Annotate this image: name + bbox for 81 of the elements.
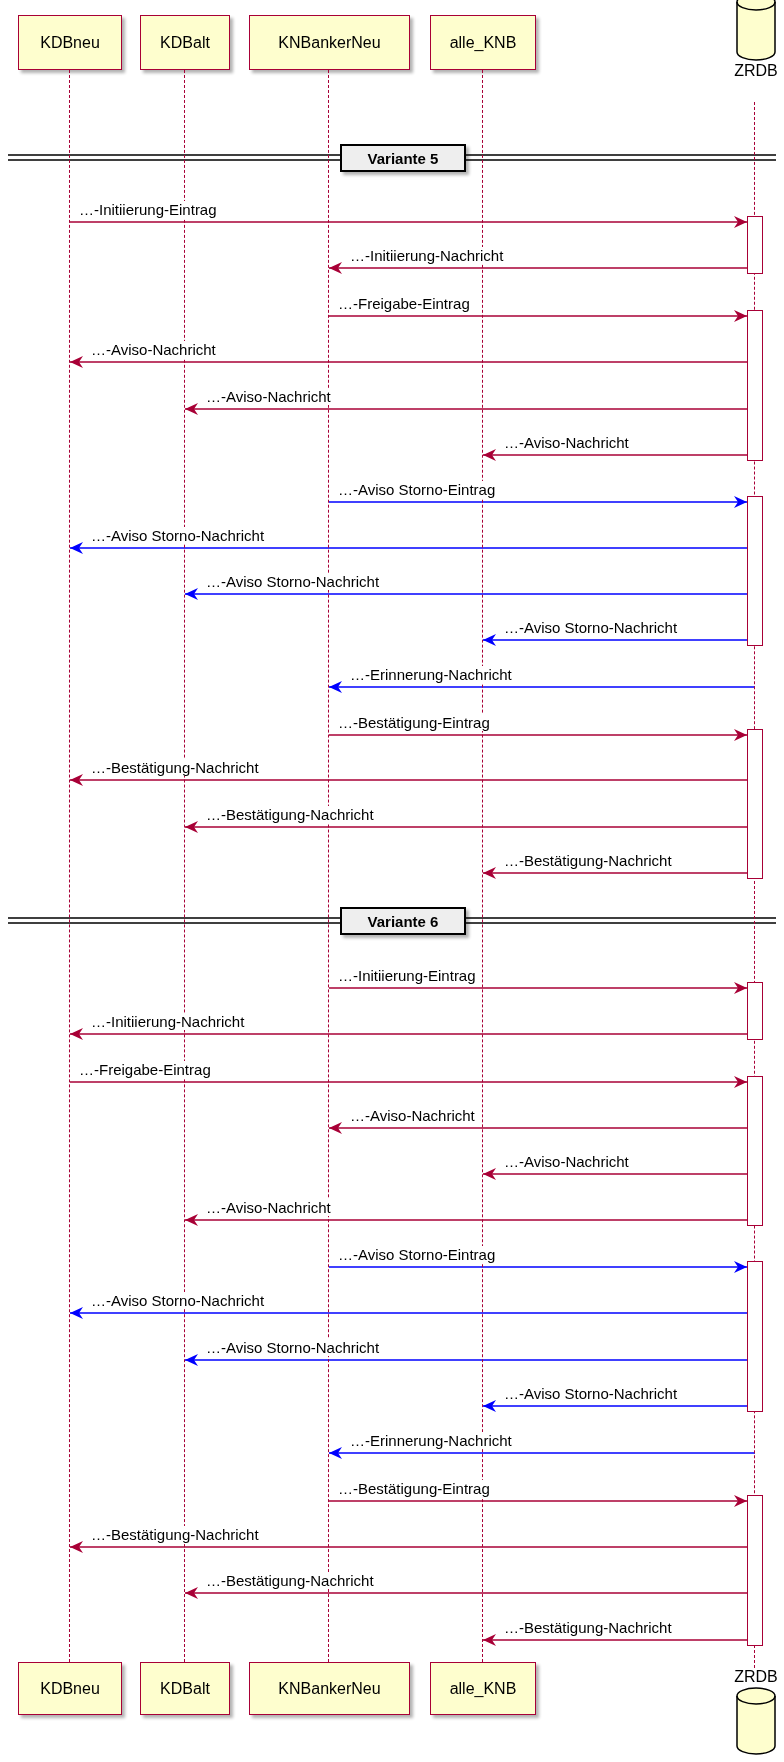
message-arrow xyxy=(482,634,748,646)
participant-box: KDBalt xyxy=(140,1662,230,1715)
message-arrow xyxy=(184,1214,748,1226)
participant-box: KNBankerNeu xyxy=(249,15,410,70)
activation-bar xyxy=(747,729,763,879)
message-arrow xyxy=(482,1168,748,1180)
section-label: Variante 5 xyxy=(340,144,466,172)
message-label: …-Aviso-Nachricht xyxy=(205,388,332,405)
message-label: …-Aviso Storno-Eintrag xyxy=(337,1246,497,1263)
message-arrow xyxy=(69,356,748,368)
message-arrow xyxy=(184,1587,748,1599)
message-label: …-Aviso Storno-Nachricht xyxy=(503,619,679,636)
message-label: …-Aviso Storno-Nachricht xyxy=(90,1292,266,1309)
activation-bar xyxy=(747,1261,763,1412)
message-arrow xyxy=(328,1261,748,1273)
participant-label: ZRDB xyxy=(734,62,778,80)
message-label: …-Aviso-Nachricht xyxy=(503,434,630,451)
message-arrow xyxy=(69,1076,748,1088)
participant-box: KDBneu xyxy=(18,15,122,70)
activation-bar xyxy=(747,982,763,1040)
message-arrow xyxy=(184,821,748,833)
message-arrow xyxy=(184,403,748,415)
message-label: …-Aviso-Nachricht xyxy=(349,1107,476,1124)
message-label: …-Aviso Storno-Nachricht xyxy=(205,573,381,590)
message-arrow xyxy=(328,262,748,274)
message-label: …-Aviso Storno-Nachricht xyxy=(205,1339,381,1356)
message-label: …-Bestätigung-Nachricht xyxy=(90,1526,260,1543)
message-arrow xyxy=(69,542,748,554)
message-arrow xyxy=(69,1541,748,1553)
message-label: …-Bestätigung-Eintrag xyxy=(337,714,491,731)
message-label: …-Initiierung-Eintrag xyxy=(337,967,477,984)
participant-box: alle_KNB xyxy=(430,15,536,70)
message-label: …-Initiierung-Nachricht xyxy=(90,1013,246,1030)
message-arrow xyxy=(328,496,748,508)
message-arrow xyxy=(69,1307,748,1319)
message-arrow xyxy=(482,1634,748,1646)
activation-bar xyxy=(747,1495,763,1646)
activation-bar xyxy=(747,216,763,274)
message-label: …-Aviso Storno-Nachricht xyxy=(90,527,266,544)
message-label: …-Aviso-Nachricht xyxy=(205,1199,332,1216)
message-label: …-Aviso-Nachricht xyxy=(503,1153,630,1170)
message-arrow xyxy=(482,449,748,461)
message-label: …-Bestätigung-Nachricht xyxy=(503,852,673,869)
message-arrow xyxy=(328,1495,748,1507)
participant-box: KNBankerNeu xyxy=(249,1662,410,1715)
message-label: …-Aviso Storno-Nachricht xyxy=(503,1385,679,1402)
lifeline xyxy=(69,70,71,1662)
message-arrow xyxy=(482,1400,748,1412)
message-label: …-Aviso Storno-Eintrag xyxy=(337,481,497,498)
message-label: …-Aviso-Nachricht xyxy=(90,341,217,358)
message-label: …-Erinnerung-Nachricht xyxy=(349,666,513,683)
participant-box: alle_KNB xyxy=(430,1662,536,1715)
participant-box: KDBneu xyxy=(18,1662,122,1715)
message-arrow xyxy=(184,588,748,600)
message-label: …-Bestätigung-Nachricht xyxy=(90,759,260,776)
activation-bar xyxy=(747,496,763,646)
message-arrow xyxy=(69,774,748,786)
message-arrow xyxy=(328,1122,748,1134)
message-label: …-Erinnerung-Nachricht xyxy=(349,1432,513,1449)
message-arrow xyxy=(328,982,748,994)
message-label: …-Freigabe-Eintrag xyxy=(337,295,471,312)
message-arrow xyxy=(328,681,756,693)
message-arrow xyxy=(328,729,748,741)
message-arrow xyxy=(328,1447,756,1459)
message-arrow xyxy=(184,1354,748,1366)
message-label: …-Bestätigung-Nachricht xyxy=(205,1572,375,1589)
message-arrow xyxy=(69,1028,748,1040)
message-label: …-Initiierung-Nachricht xyxy=(349,247,505,264)
activation-bar xyxy=(747,1076,763,1226)
message-arrow xyxy=(69,216,748,228)
participant-box: KDBalt xyxy=(140,15,230,70)
section-label: Variante 6 xyxy=(340,907,466,935)
message-label: …-Freigabe-Eintrag xyxy=(78,1061,212,1078)
participant-label: ZRDB xyxy=(734,1668,778,1686)
message-label: …-Bestätigung-Eintrag xyxy=(337,1480,491,1497)
message-arrow xyxy=(328,310,748,322)
message-label: …-Initiierung-Eintrag xyxy=(78,201,218,218)
message-arrow xyxy=(482,867,748,879)
message-label: …-Bestätigung-Nachricht xyxy=(503,1619,673,1636)
message-label: …-Bestätigung-Nachricht xyxy=(205,806,375,823)
activation-bar xyxy=(747,310,763,461)
